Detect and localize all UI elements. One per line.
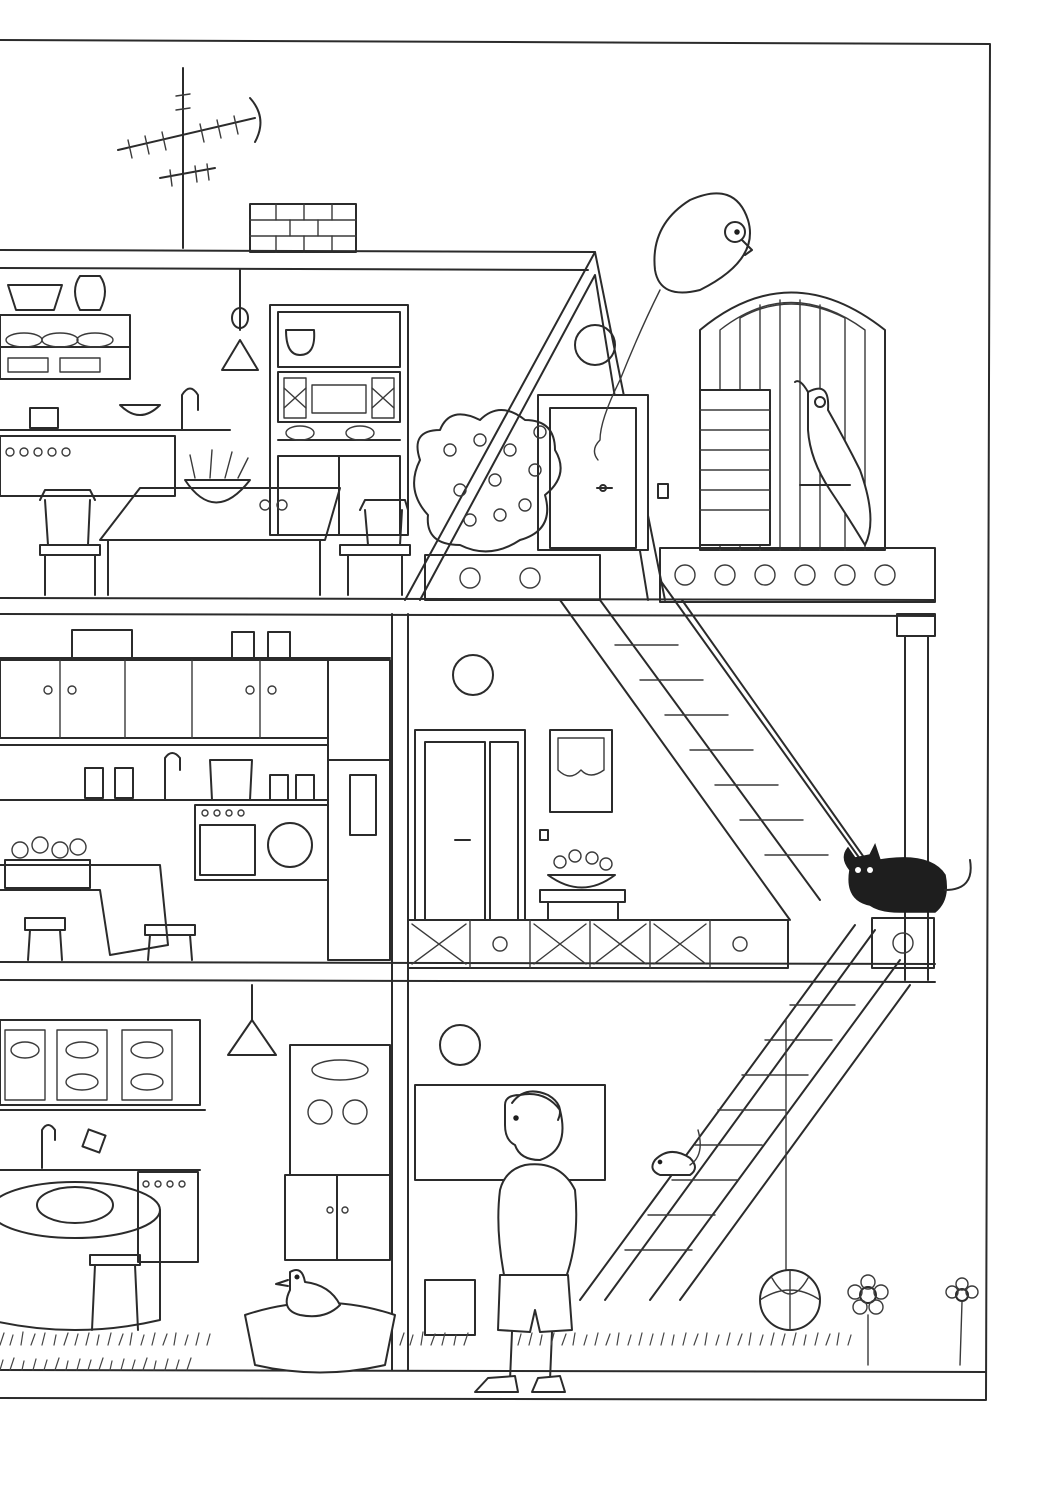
mouse-icon — [651, 1129, 701, 1176]
house-roof — [0, 249, 669, 601]
chimney-icon — [249, 203, 357, 253]
tv-antenna-icon — [117, 67, 262, 249]
lower-floor-kitchen — [0, 984, 986, 1373]
upper-balcony-railing — [424, 547, 936, 981]
cat-icon — [843, 843, 972, 913]
flower-icon — [847, 1274, 979, 1366]
birdcage-icon — [699, 291, 886, 551]
balloon-icon — [593, 192, 753, 461]
staircase-icon — [559, 579, 935, 1301]
parrot-icon — [794, 380, 872, 546]
page-frame — [0, 39, 991, 1401]
grass-strip — [0, 1331, 852, 1371]
ball-icon — [759, 1019, 821, 1331]
boy-icon — [474, 1090, 578, 1393]
pendant-lamp-icon — [221, 269, 259, 371]
duck-icon — [244, 1269, 396, 1374]
middle-floor-kitchen — [0, 613, 936, 1371]
